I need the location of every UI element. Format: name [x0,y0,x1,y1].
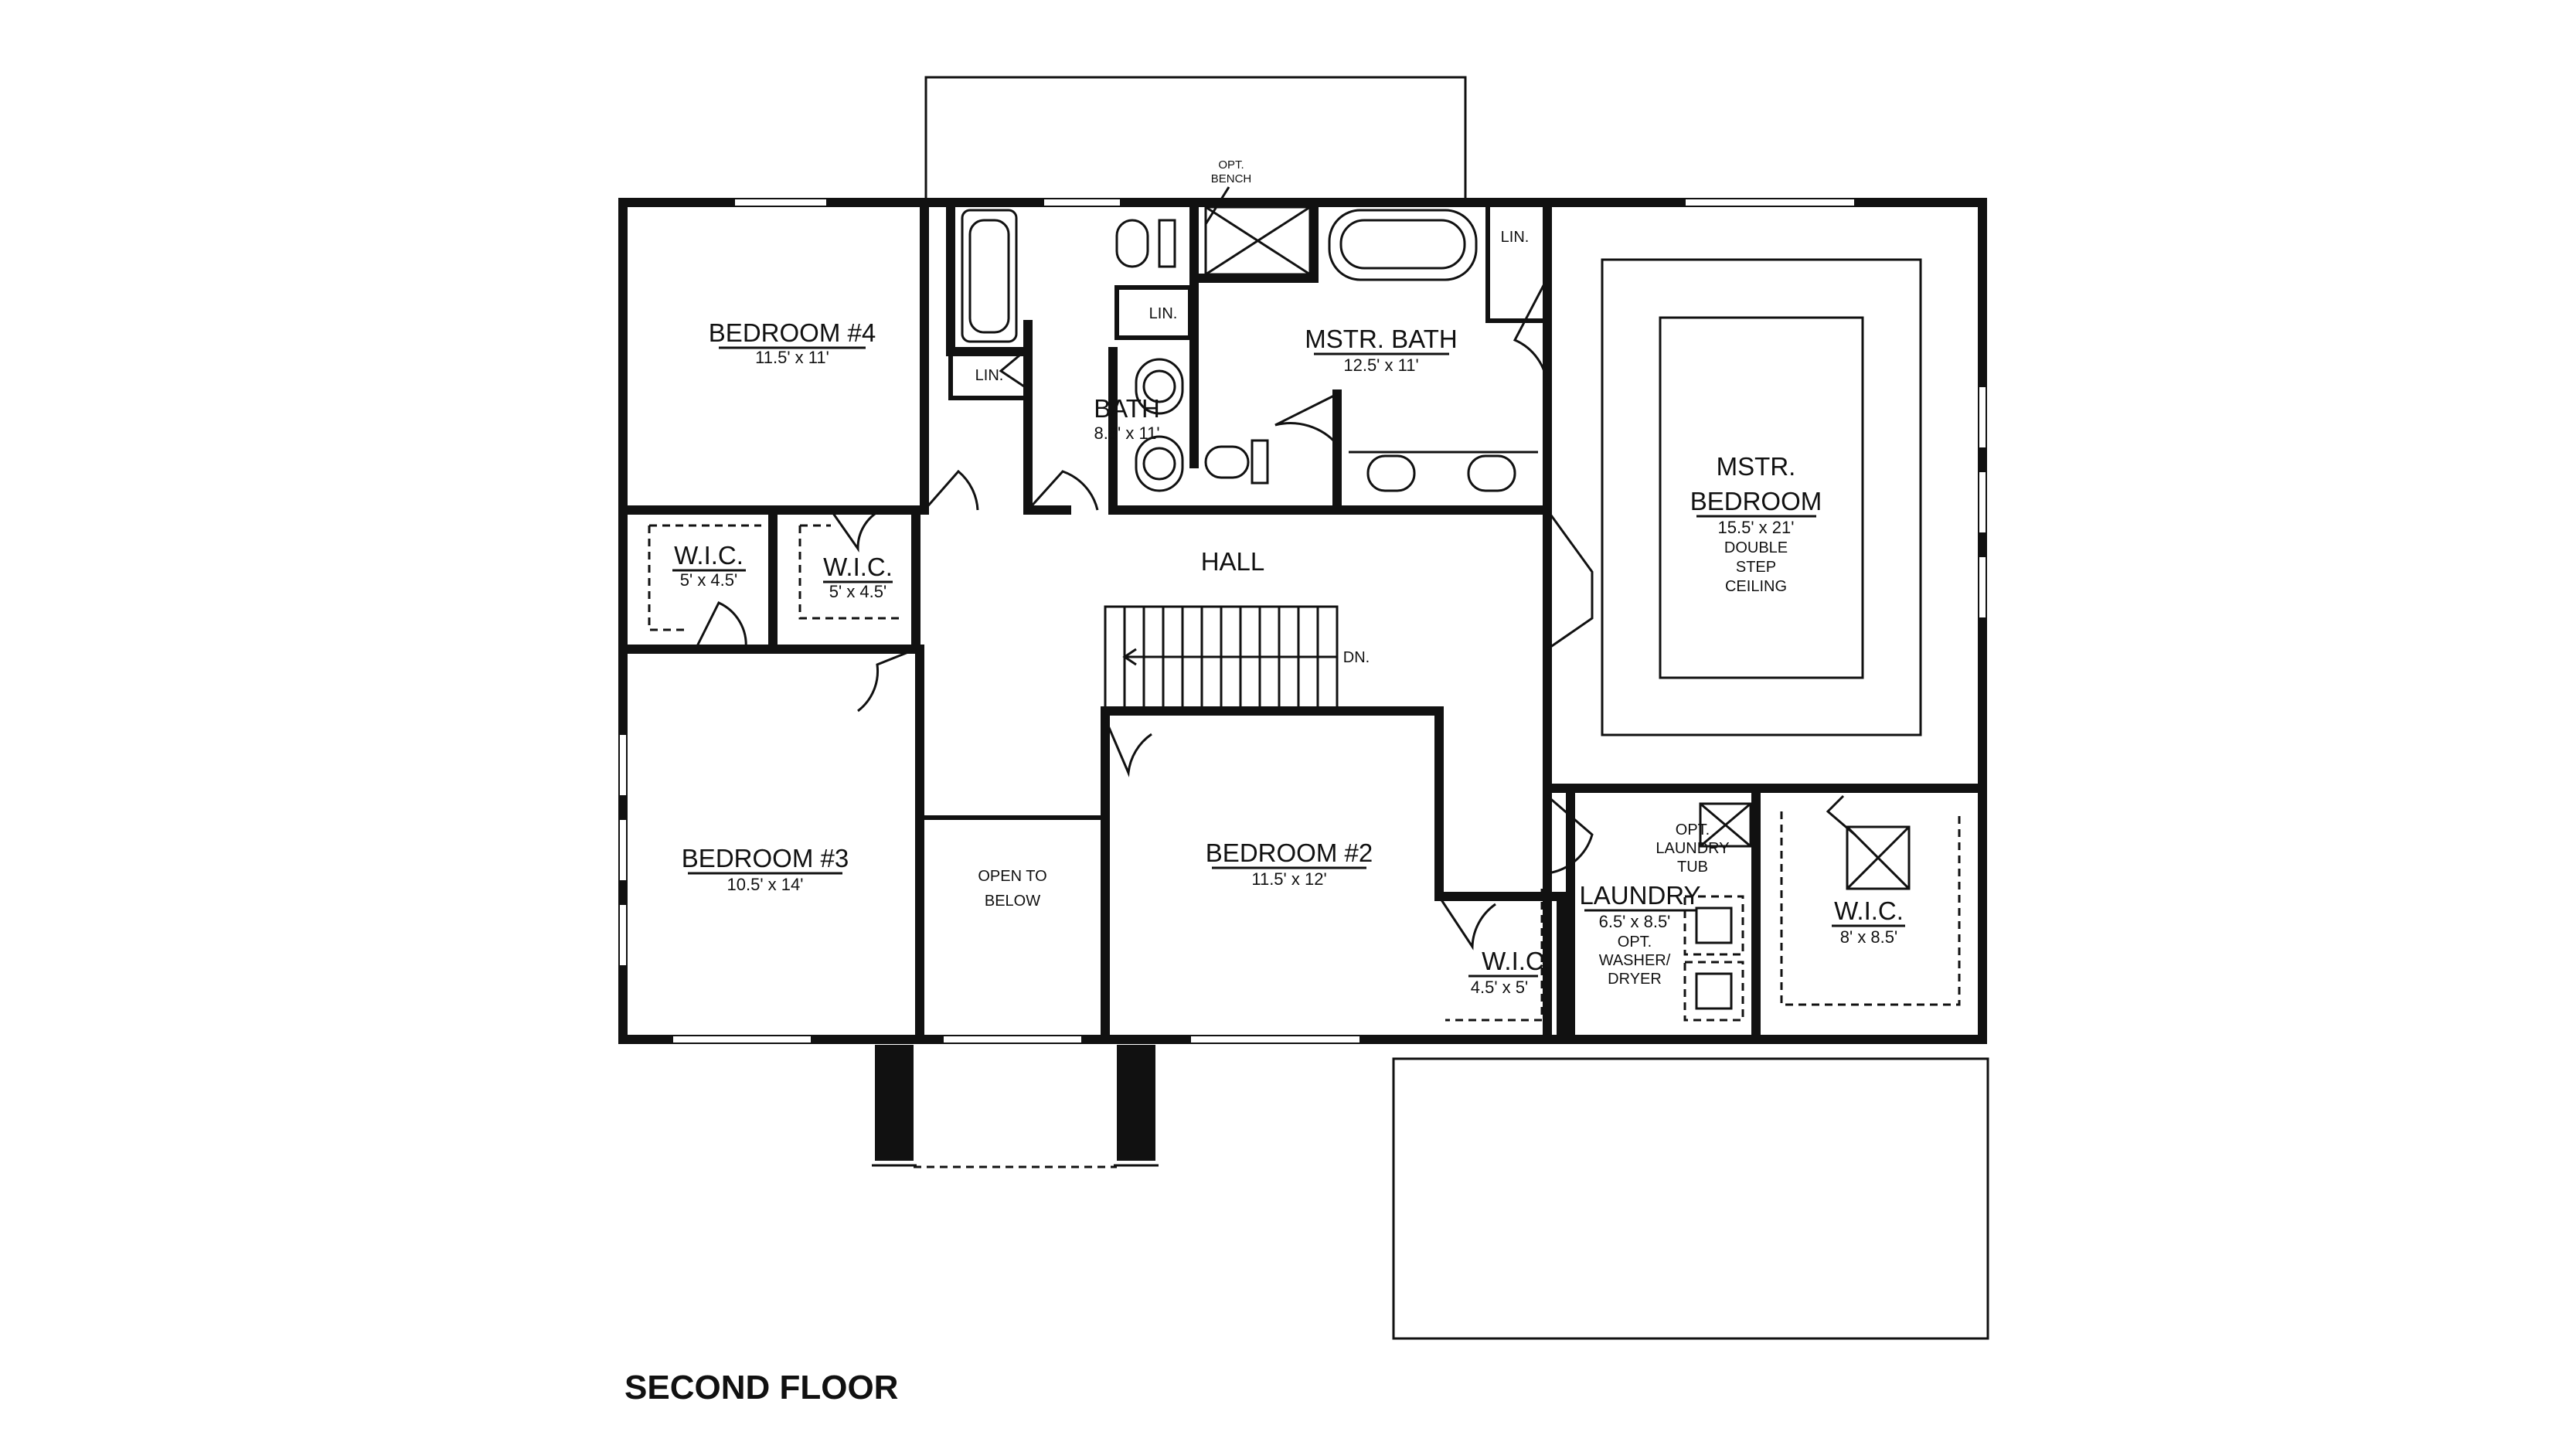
laundry-tub-2: LAUNDRY [1656,840,1729,857]
bedroom4-label: BEDROOM #4 [709,318,876,347]
open-below-line-2: BELOW [985,893,1040,910]
wic-d-dim: 8' x 8.5' [1840,927,1897,947]
laundry-opt-1: OPT. [1618,934,1652,951]
staircase [1104,605,1339,713]
mstr-bedroom-note-1: DOUBLE [1724,539,1788,556]
mstr-bath-dim: 12.5' x 11' [1343,355,1418,375]
hall-label: HALL [1201,547,1265,576]
bedroom3-dim: 10.5' x 14' [727,875,804,894]
wic-c-dim: 4.5' x 5' [1471,978,1528,997]
linen-c-label: LIN. [1501,229,1530,246]
wic-a-dim: 5' x 4.5' [680,570,737,590]
mstr-bedroom-dim: 15.5' x 21' [1718,518,1795,537]
opt-bench-line-1: OPT. [1218,158,1244,172]
mstr-bath-label: MSTR. BATH [1305,325,1457,353]
linen-closets [948,202,1547,400]
mstr-bedroom-note-2: STEP [1736,559,1776,576]
bathroom-fixtures [961,206,1538,492]
stairs-label: DN. [1343,649,1370,666]
laundry-label: LAUNDRY [1579,881,1700,910]
bath-dim: 8.5' x 11' [1094,423,1159,443]
wic-b-label: W.I.C. [823,553,893,581]
bedroom3-label: BEDROOM #3 [682,844,849,872]
wic-b-dim: 5' x 4.5' [829,582,886,601]
mstr-bedroom-note-3: CEILING [1725,578,1787,595]
laundry-opt-3: DRYER [1608,971,1662,988]
laundry-opt-2: WASHER/ [1599,952,1671,969]
interior-walls [618,198,1987,1044]
mstr-bedroom-label-2: BEDROOM [1690,487,1822,515]
doors [694,277,1856,951]
linen-b-label: LIN. [1149,305,1178,322]
roof-outline-bottom [1392,1057,1989,1340]
attic-access [1846,825,1911,890]
laundry-tub-3: TUB [1677,859,1708,876]
closet-shelving [648,524,1961,1022]
opt-bench-line-2: BENCH [1211,172,1252,185]
open-below-line-1: OPEN TO [978,868,1046,885]
linen-a-label: LIN. [975,367,1004,384]
wic-d-label: W.I.C. [1834,896,1904,925]
porch-piers [872,1045,1159,1168]
windows [618,198,1987,1044]
laundry-tub-1: OPT. [1676,821,1710,838]
bedroom2-label: BEDROOM #2 [1206,838,1373,867]
wic-a-label: W.I.C. [674,541,744,570]
mstr-bedroom-label-1: MSTR. [1717,452,1796,481]
bedroom2-dim: 11.5' x 12' [1251,869,1326,889]
laundry-dim: 6.5' x 8.5' [1599,912,1671,931]
bath-label: BATH [1094,394,1160,423]
roof-outline-top [924,76,1467,202]
floor-title: SECOND FLOOR [624,1369,898,1406]
laundry-fixtures [1683,802,1752,1022]
wic-c-label: W.I.C. [1482,947,1551,975]
bedroom4-dim: 11.5' x 11' [755,348,829,367]
double-step-ceiling [1601,258,1922,736]
